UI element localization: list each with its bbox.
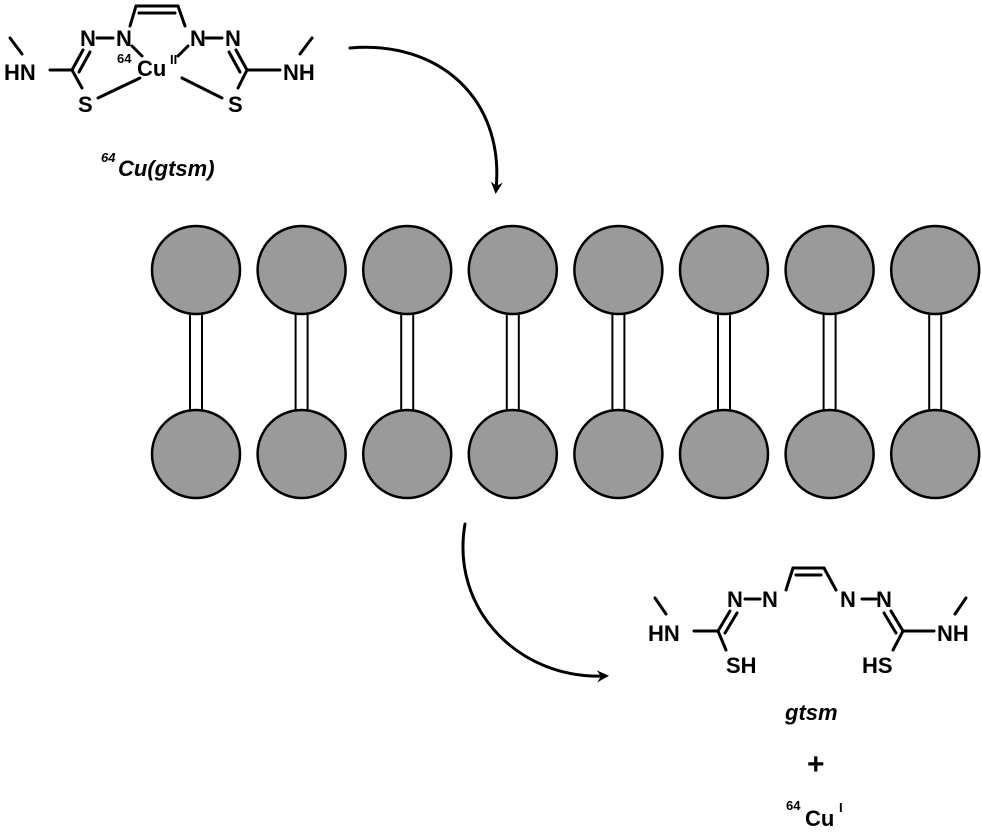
lipid-3 (361, 224, 453, 500)
product-n1: N (727, 587, 743, 612)
product-sh: SH (726, 653, 757, 678)
exit-arrow (461, 522, 609, 683)
lipid-head-outer (889, 224, 981, 316)
reactant-cu-gtsm-structure: N N N N HN NH S S 64 Cu II (4, 4, 315, 117)
reactant-label: 64 Cu(gtsm) (101, 150, 215, 181)
lipid-2 (256, 224, 347, 500)
reactant-n4: N (225, 26, 241, 51)
lipid-head-outer (150, 224, 242, 316)
product-cu-atom: Cu (805, 806, 834, 831)
reactant-s-left: S (78, 92, 93, 117)
product-cu-oxidation: I (839, 800, 843, 815)
entry-arrow (348, 45, 503, 194)
product-n4: N (876, 587, 892, 612)
lipid-1 (150, 224, 242, 500)
lipid-7 (784, 224, 875, 500)
lipid-head-outer (784, 224, 875, 316)
product-n3: N (840, 587, 856, 612)
reactant-cu-oxidation: II (170, 52, 177, 67)
reactant-cu-isotope: 64 (117, 51, 132, 66)
lipid-head-outer (467, 224, 559, 316)
lipid-head-inner (256, 408, 347, 500)
product-copper-label: 64 Cu I (786, 798, 843, 831)
lipid-head-inner (361, 408, 453, 500)
lipid-head-inner (467, 408, 559, 500)
lipid-head-inner (150, 408, 242, 500)
product-gtsm-structure: N N N N HN NH SH HS (648, 566, 969, 678)
product-label-gtsm: gtsm (784, 700, 838, 725)
lipid-head-inner (573, 408, 664, 500)
product-nh-right: NH (937, 621, 969, 646)
lipid-4 (467, 224, 559, 500)
lipid-head-inner (678, 408, 770, 500)
product-hn-left: HN (648, 621, 680, 646)
lipid-8 (889, 224, 981, 500)
lipid-head-outer (361, 224, 453, 316)
product-cu-isotope: 64 (786, 798, 801, 813)
reactant-s-right: S (228, 92, 243, 117)
lipid-head-outer (256, 224, 347, 316)
lipid-6 (678, 224, 770, 500)
lipid-head-inner (784, 408, 875, 500)
lipid-5 (573, 224, 664, 500)
membrane-bilayer (150, 224, 981, 500)
reactant-label-name: Cu(gtsm) (118, 156, 215, 181)
reactant-label-isotope: 64 (101, 150, 116, 165)
reactant-n3: N (190, 26, 206, 51)
reactant-nh-right: NH (283, 60, 315, 85)
reactant-cu-atom: Cu (137, 56, 166, 81)
product-hs: HS (862, 653, 893, 678)
reactant-hn-left: HN (4, 60, 36, 85)
lipid-head-outer (573, 224, 664, 316)
plus-sign: + (807, 748, 825, 781)
reactant-n2: N (116, 26, 132, 51)
lipid-head-outer (678, 224, 770, 316)
lipid-head-inner (889, 408, 981, 500)
product-n2: N (762, 587, 778, 612)
reactant-n1: N (80, 26, 96, 51)
